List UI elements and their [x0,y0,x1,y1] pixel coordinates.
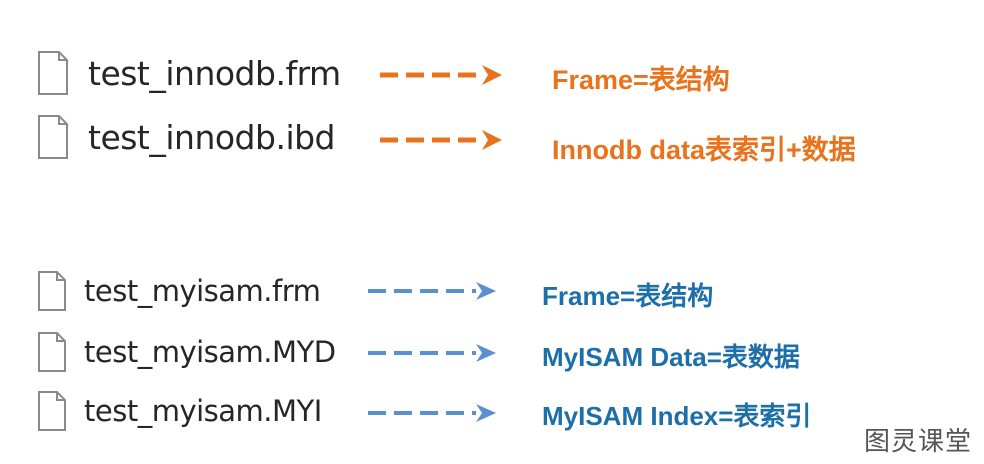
file-name: test_myisam.frm [84,274,321,308]
file-description: Innodb data表索引+数据 [552,135,856,165]
file-name: test_innodb.ibd [88,118,336,157]
innodb-file-row: test_innodb.frm Frame=表结构 [0,48,984,104]
myisam-file-row: test_myisam.MYD MyISAM Data=表数据 [0,329,984,377]
dashed-arrow-icon [380,130,502,150]
watermark: 图灵课堂 [863,427,972,457]
file-icon [38,115,68,159]
file-description: Frame=表结构 [552,65,730,95]
file-description: MyISAM Index=表索引 [542,401,812,431]
myisam-file-row: test_myisam.MYI MyISAM Index=表索引 [0,388,984,436]
file-icon [38,391,66,431]
innodb-file-row: test_innodb.ibd Innodb data表索引+数据 [0,112,984,168]
dashed-arrow-icon [368,282,496,300]
myisam-file-row: test_myisam.frm Frame=表结构 [0,268,984,316]
file-name: test_innodb.frm [88,54,341,93]
file-icon [38,51,68,95]
file-name: test_myisam.MYI [84,394,322,428]
file-icon [38,271,66,311]
dashed-arrow-icon [368,404,496,422]
dashed-arrow-icon [368,344,496,362]
file-description: Frame=表结构 [542,281,714,311]
file-description: MyISAM Data=表数据 [542,342,800,372]
file-icon [38,332,66,372]
file-name: test_myisam.MYD [84,335,336,369]
dashed-arrow-icon [380,65,502,85]
